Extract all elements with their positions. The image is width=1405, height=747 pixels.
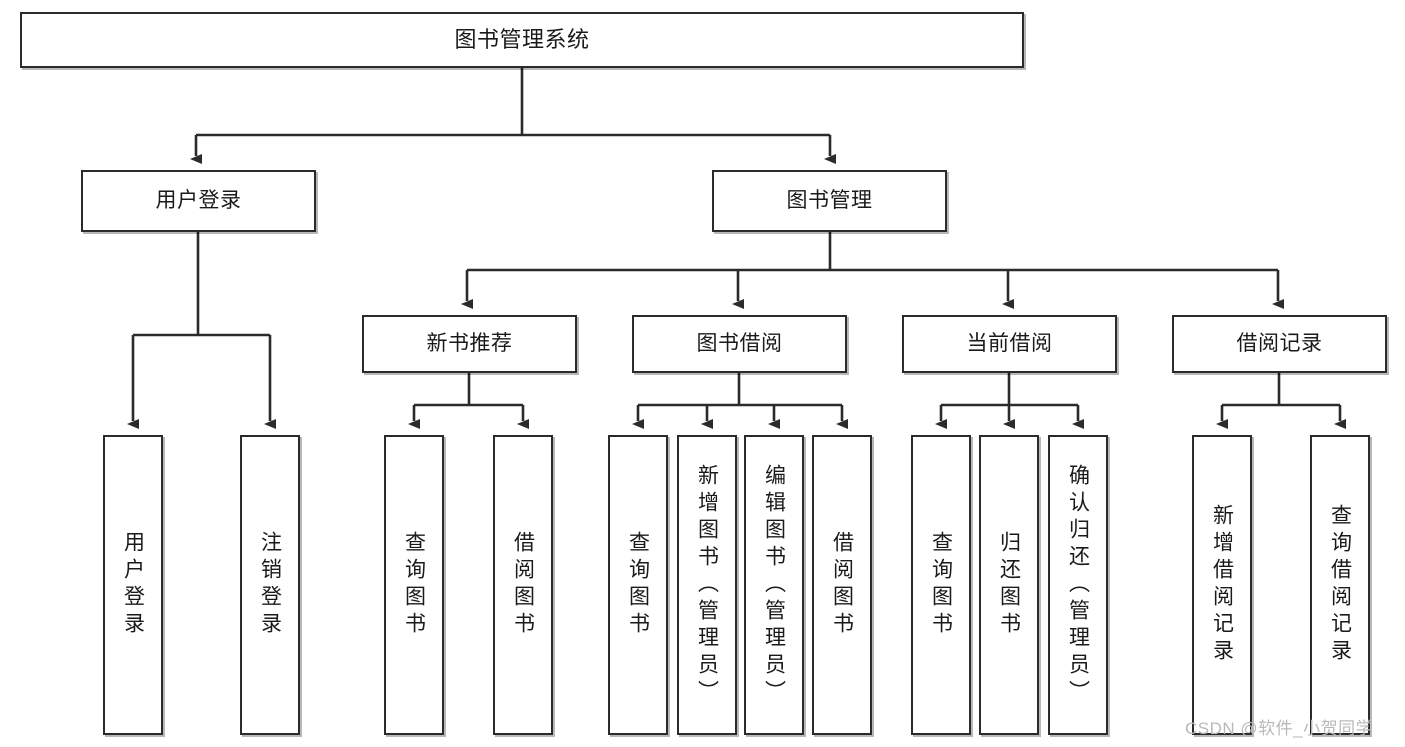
node-label: 当前借阅 [966,331,1053,355]
node-new-book-recommendation[interactable]: 新书推荐 [362,315,577,373]
leaf-record-add-borrow-record[interactable]: 新增借阅记录 [1192,435,1252,735]
node-book-management[interactable]: 图书管理 [712,170,947,232]
node-current-borrowing[interactable]: 当前借阅 [902,315,1117,373]
node-label: 用户登录 [155,188,242,212]
leaf-borrow-add-book-admin[interactable]: 新增图书（管理员） [677,435,737,735]
node-book-borrowing[interactable]: 图书借阅 [632,315,847,373]
node-label: 新书推荐 [426,331,513,355]
node-user-login[interactable]: 用户登录 [81,170,316,232]
node-label: 借阅图书 [511,531,535,639]
leaf-borrow-edit-book-admin[interactable]: 编辑图书（管理员） [744,435,804,735]
node-root-book-management-system[interactable]: 图书管理系统 [20,12,1024,68]
node-label: 图书借阅 [696,331,783,355]
node-label: 借阅记录 [1236,331,1323,355]
node-label: 图书管理系统 [454,27,590,53]
node-label: 查询图书 [402,531,426,639]
node-label: 注销登录 [258,531,282,639]
leaf-borrow-borrow-books[interactable]: 借阅图书 [812,435,872,735]
node-label: 查询图书 [929,531,953,639]
leaf-user-login-signout[interactable]: 注销登录 [240,435,300,735]
node-borrowing-record[interactable]: 借阅记录 [1172,315,1387,373]
node-label: 图书管理 [786,188,873,212]
leaf-current-query-books[interactable]: 查询图书 [911,435,971,735]
leaf-record-query-borrow-record[interactable]: 查询借阅记录 [1310,435,1370,735]
node-label: 新增借阅记录 [1210,504,1234,666]
node-label: 确认归还（管理员） [1066,463,1090,707]
node-label: 归还图书 [997,531,1021,639]
leaf-borrow-query-books[interactable]: 查询图书 [608,435,668,735]
node-label: 查询图书 [626,531,650,639]
leaf-user-login-signin[interactable]: 用户登录 [103,435,163,735]
leaf-current-confirm-return-admin[interactable]: 确认归还（管理员） [1048,435,1108,735]
leaf-new-book-query-books[interactable]: 查询图书 [384,435,444,735]
csdn-watermark: CSDN @软件_小贺同学 [1185,719,1374,738]
node-label: 查询借阅记录 [1328,504,1352,666]
leaf-current-return-books[interactable]: 归还图书 [979,435,1039,735]
leaf-new-book-borrow-books[interactable]: 借阅图书 [493,435,553,735]
node-label: 编辑图书（管理员） [762,463,786,707]
node-label: 新增图书（管理员） [695,463,719,707]
node-label: 借阅图书 [830,531,854,639]
node-label: 用户登录 [121,531,145,639]
